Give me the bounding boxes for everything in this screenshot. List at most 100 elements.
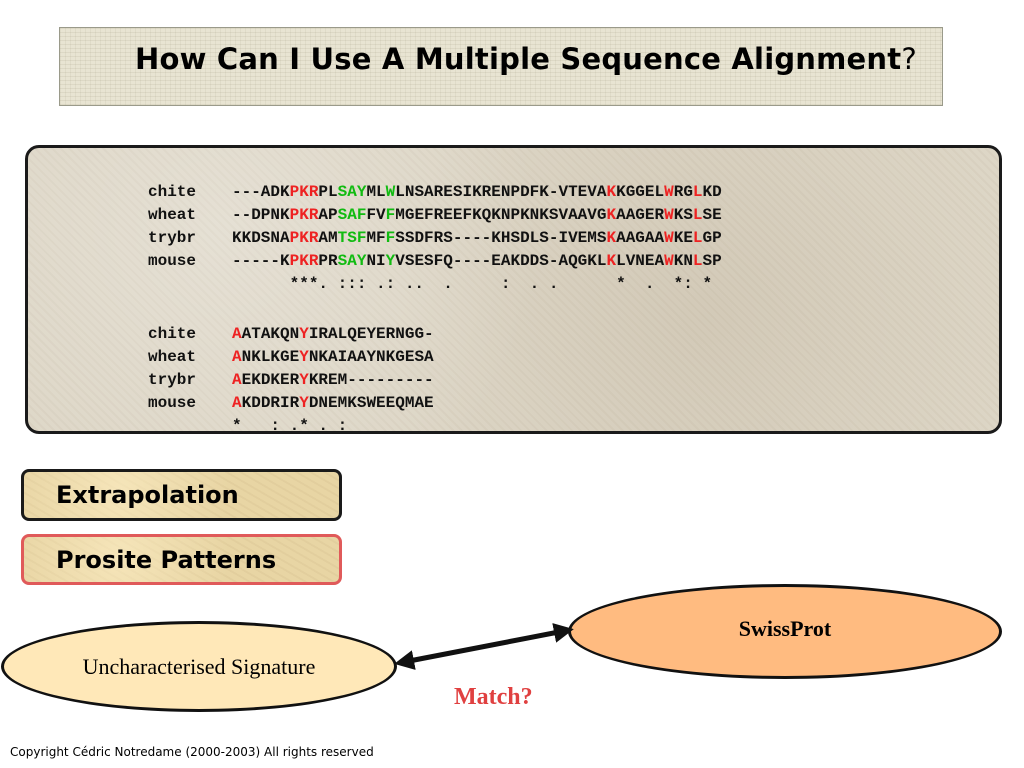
conserved-residue-red: L <box>692 183 703 201</box>
prosite-patterns-box: Prosite Patterns <box>21 534 342 585</box>
sequence-segment: NKAIAAYNKGESA <box>308 348 434 366</box>
swissprot-label: SwissProt <box>738 615 832 641</box>
conserved-residue-red: Y <box>299 394 309 412</box>
sequence-segment: KE <box>673 229 693 247</box>
conserved-residue-red: K <box>606 229 617 247</box>
conserved-residue-green: F <box>385 206 396 224</box>
sequence-name: mouse <box>148 394 197 412</box>
sequence-segment: GP <box>702 229 722 247</box>
sequence-segment: DNEMKSWEEQMAE <box>308 394 434 412</box>
conserved-residue-red: L <box>692 206 703 224</box>
title-banner: How Can I Use A Multiple Sequence Alignm… <box>59 27 943 106</box>
match-question-label: Match? <box>454 684 533 710</box>
sequence-segment: ATAKQN <box>241 325 300 343</box>
uncharacterised-signature-ellipse: Uncharacterised Signature <box>1 621 397 712</box>
conserved-residue-red: Y <box>299 325 309 343</box>
consensus-symbols: * : .* . : <box>232 417 348 434</box>
alignment-row-chite: chite AATAKQNYIRALQEYERNGG- <box>148 323 434 346</box>
sequence-segment: MF <box>366 229 386 247</box>
consensus-line: * : .* . : <box>148 415 434 434</box>
uncharacterised-signature-label: Uncharacterised Signature <box>82 653 316 679</box>
conserved-residue-red: K <box>606 206 617 224</box>
conserved-residue-red: PKR <box>289 183 319 201</box>
conserved-residue-red: K <box>606 183 617 201</box>
conserved-residue-green: SAY <box>337 252 367 270</box>
conserved-residue-red: A <box>232 348 242 366</box>
sequence-segment: LVNEA <box>616 252 665 270</box>
sequence-segment: ---ADK <box>232 183 290 201</box>
slide-title-main: How Can I Use A Multiple Sequence Alignm… <box>135 42 902 76</box>
consensus-line: ***. ::: .: .. . : . . * . *: * <box>148 273 722 296</box>
sequence-segment: VSESFQ----EAKDDS-AQGKL <box>395 252 607 270</box>
sequence-segment: AAGER <box>616 206 665 224</box>
alignment-row-wheat: wheat ANKLKGEYNKAIAAYNKGESA <box>148 346 434 369</box>
sequence-segment: NKLKGE <box>241 348 300 366</box>
sequence-segment: RG <box>673 183 693 201</box>
sequence-name: trybr <box>148 229 197 247</box>
sequence-segment: AM <box>318 229 338 247</box>
conserved-residue-red: W <box>664 252 674 270</box>
sequence-name: wheat <box>148 348 197 366</box>
sequence-segment: AP <box>318 206 338 224</box>
sequence-segment: KN <box>673 252 693 270</box>
sequence-name: chite <box>148 325 197 343</box>
conserved-residue-red: A <box>232 394 242 412</box>
conserved-residue-green: SAY <box>337 183 367 201</box>
sequence-segment: FV <box>366 206 386 224</box>
sequence-segment: KDDRIR <box>241 394 300 412</box>
sequence-segment: LNSARESIKRENPDFK-VTEVA <box>395 183 607 201</box>
slide-title-suffix: ? <box>901 42 917 76</box>
sequence-segment: EKDKER <box>241 371 300 389</box>
sequence-segment: PR <box>318 252 338 270</box>
sequence-name: mouse <box>148 252 197 270</box>
sequence-segment: --DPNK <box>232 206 290 224</box>
slide-title: How Can I Use A Multiple Sequence Alignm… <box>135 42 917 76</box>
conserved-residue-red: Y <box>299 348 309 366</box>
conserved-residue-red: L <box>692 229 703 247</box>
conserved-residue-red: PKR <box>289 229 319 247</box>
double-arrow-icon <box>394 623 574 670</box>
sequence-segment: SE <box>702 206 722 224</box>
alignment-row-chite: chite---ADKPKRPLSAYMLWLNSARESIKRENPDFK-V… <box>148 181 722 204</box>
prosite-patterns-label: Prosite Patterns <box>56 545 277 574</box>
copyright-notice: Copyright Cédric Notredame (2000-2003) A… <box>10 745 374 759</box>
swissprot-ellipse: SwissProt <box>568 584 1002 679</box>
sequence-segment: KGGEL <box>616 183 665 201</box>
sequence-segment: -----K <box>232 252 290 270</box>
alignment-row-mouse: mouse AKDDRIRYDNEMKSWEEQMAE <box>148 392 434 415</box>
conserved-residue-green: W <box>385 183 396 201</box>
sequence-name: trybr <box>148 371 197 389</box>
extrapolation-label: Extrapolation <box>56 481 239 509</box>
alignment-row-mouse: mouse -----KPKRPRSAYNIYVSESFQ----EAKDDS-A… <box>148 250 722 273</box>
sequence-segment: KD <box>702 183 722 201</box>
conserved-residue-red: W <box>664 183 674 201</box>
conserved-residue-green: SAF <box>337 206 367 224</box>
consensus-symbols: ***. ::: .: .. . : . . * . *: * <box>232 275 713 293</box>
sequence-segment: SP <box>702 252 722 270</box>
sequence-segment: KREM--------- <box>308 371 434 389</box>
conserved-residue-red: K <box>606 252 617 270</box>
extrapolation-box: Extrapolation <box>21 469 342 521</box>
sequence-segment: SSDFRS----KHSDLS-IVEMS <box>395 229 607 247</box>
alignment-block-1: chite---ADKPKRPLSAYMLWLNSARESIKRENPDFK-V… <box>148 181 722 296</box>
conserved-residue-green: TSF <box>337 229 367 247</box>
sequence-segment: ML <box>366 183 386 201</box>
sequence-segment: NI <box>366 252 386 270</box>
sequence-segment: PL <box>318 183 338 201</box>
sequence-segment: IRALQEYERNGG- <box>308 325 434 343</box>
conserved-residue-green: Y <box>385 252 396 270</box>
alignment-panel: chite---ADKPKRPLSAYMLWLNSARESIKRENPDFK-V… <box>25 145 1002 434</box>
conserved-residue-green: F <box>385 229 396 247</box>
sequence-segment: MGEFREEFKQKNPKNKSVAAVG <box>395 206 607 224</box>
conserved-residue-red: L <box>692 252 703 270</box>
conserved-residue-red: A <box>232 325 242 343</box>
conserved-residue-red: Y <box>299 371 309 389</box>
sequence-name: wheat <box>148 206 197 224</box>
conserved-residue-red: PKR <box>289 252 319 270</box>
sequence-segment: KS <box>673 206 693 224</box>
sequence-name: chite <box>148 183 197 201</box>
sequence-segment: AAGAA <box>616 229 665 247</box>
